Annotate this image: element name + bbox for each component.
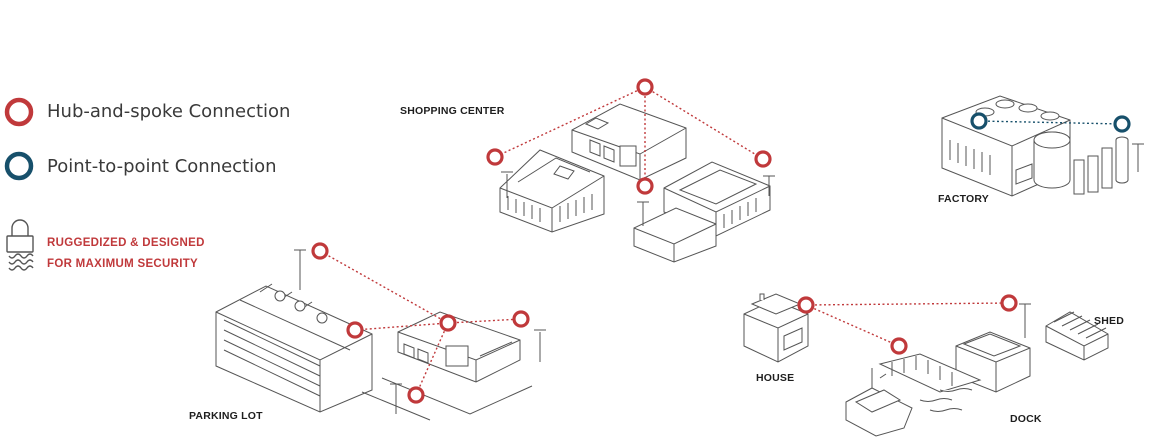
shopping-center-links — [494, 86, 764, 186]
security-label-line1: RUGGEDIZED & DESIGNED — [47, 237, 205, 249]
shed-illustration — [1045, 311, 1109, 361]
security-label-line2: FOR MAXIMUM SECURITY — [47, 258, 199, 270]
parking-lot-hub-markers — [311, 242, 530, 404]
shopping-center-label: SHOPPING CENTER — [400, 105, 505, 117]
dock-illustration — [845, 303, 1031, 437]
factory-p2p-markers — [970, 112, 1131, 133]
house-illustration — [743, 293, 809, 363]
legend-hub-icon — [4, 97, 34, 127]
house-dock-hub-markers — [797, 294, 1018, 355]
shed-label: SHED — [1094, 315, 1124, 327]
house-label: HOUSE — [756, 372, 795, 384]
dock-label: DOCK — [1010, 413, 1042, 425]
house-dock-links — [805, 302, 1010, 347]
shopping-center-illustration — [499, 103, 775, 263]
legend-p2p-icon — [4, 151, 34, 181]
parking-lot-links — [319, 250, 522, 396]
factory-label: FACTORY — [938, 193, 989, 205]
parking-lot-illustration — [215, 249, 546, 421]
factory-illustration — [941, 95, 1144, 197]
p2p-connection-label: Point-to-point Connection — [47, 156, 277, 177]
hub-connection-label: Hub-and-spoke Connection — [47, 101, 291, 122]
factory-link — [978, 120, 1123, 125]
parking-lot-label: PARKING LOT — [189, 410, 263, 422]
padlock-shield-icon — [6, 219, 34, 271]
shopping-center-hub-markers — [486, 78, 772, 195]
